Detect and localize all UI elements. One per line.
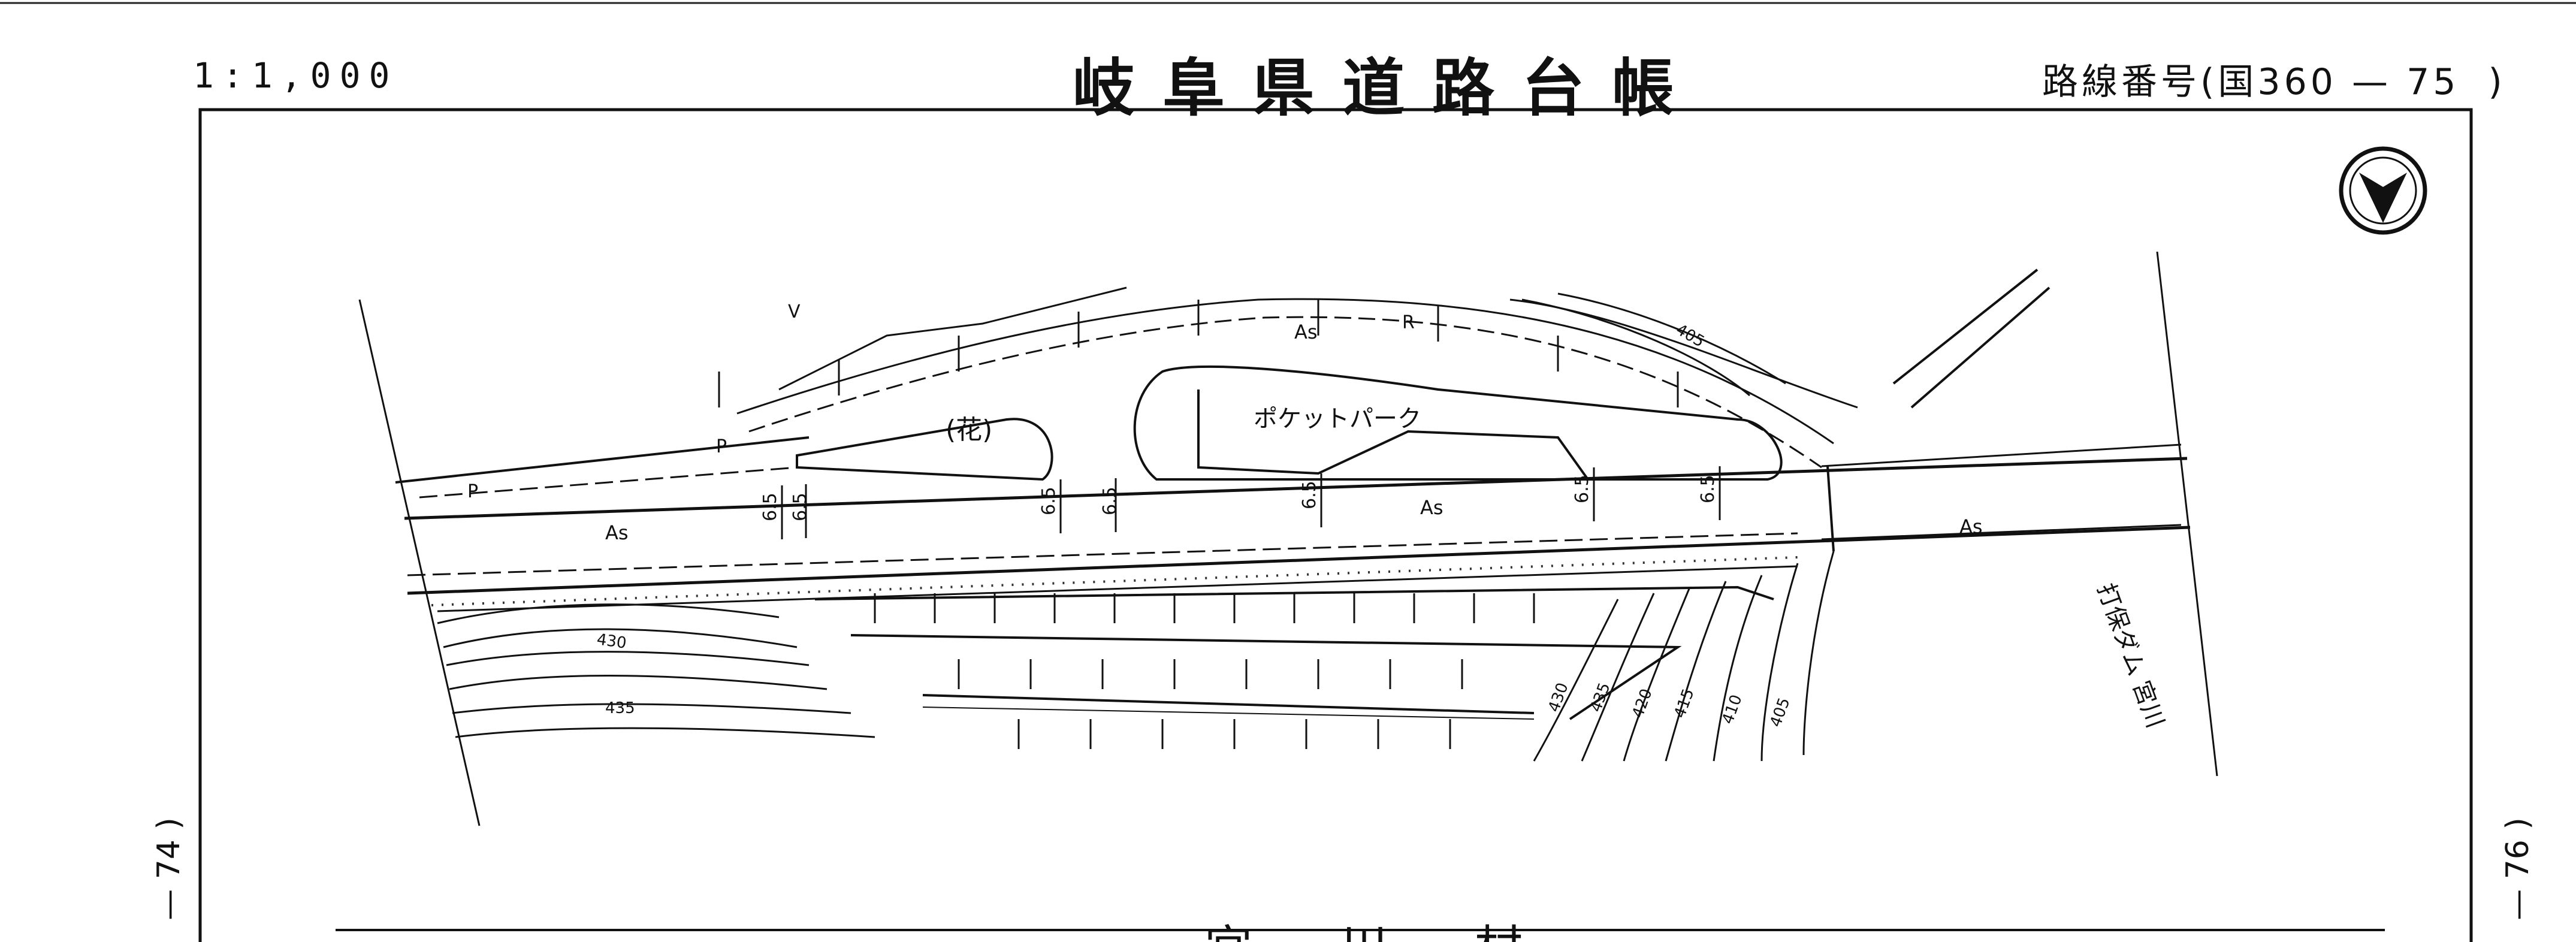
flower-bed-label: (花) xyxy=(946,415,992,445)
route-close-paren: ) xyxy=(2488,61,2506,103)
shoulder-dots xyxy=(431,556,1798,606)
width-values: 6.5 6.5 6.5 6.5 6.5 6.5 6.5 xyxy=(760,475,1719,521)
contour-values: 405 430 435 430 435 420 415 410 405 xyxy=(596,321,1794,729)
width-dimensions xyxy=(781,466,1721,539)
pocket-park-label: ポケットパーク xyxy=(1254,405,1421,433)
contour-415-right: 415 xyxy=(1671,686,1698,720)
pocket-park-island xyxy=(1133,365,1783,481)
width-value-7: 6.5 xyxy=(1698,475,1719,503)
north-arrow-icon xyxy=(2339,146,2427,235)
road-edges xyxy=(395,436,2191,595)
contour-435-left: 435 xyxy=(605,699,635,717)
contour-435-right: 435 xyxy=(1587,680,1614,714)
width-value-3: 6.5 xyxy=(1038,487,1059,515)
contours-left xyxy=(437,603,875,738)
route-number-label: 路線番号(国360 — 75 xyxy=(2042,61,2460,103)
contour-405-right: 405 xyxy=(1766,695,1793,729)
flower-bed xyxy=(796,418,1053,481)
document-title: 岐阜県道路台帳 xyxy=(1073,51,1702,125)
route-number: 路線番号(国360 — 75) xyxy=(2042,53,2506,105)
side-road xyxy=(1826,268,2050,552)
lower-slope-berms xyxy=(814,585,1774,720)
upper-slope xyxy=(736,286,1858,469)
contours-right xyxy=(1521,292,1835,762)
p-marker-2: P xyxy=(716,436,727,457)
sheet-frame xyxy=(198,108,2473,942)
width-value-5: 6.5 xyxy=(1299,481,1320,509)
surface-label-3: As xyxy=(1294,321,1318,343)
slope-hatching xyxy=(718,300,1679,749)
width-value-6: 6.5 xyxy=(1572,475,1593,503)
v-marker: V xyxy=(788,301,801,322)
contour-410-right: 410 xyxy=(1719,692,1745,726)
sheet-boundaries xyxy=(358,251,2218,826)
direction-label: 打保ダム 宮川 xyxy=(2092,580,2170,732)
width-value-2: 6.5 xyxy=(790,493,811,521)
contour-430-right: 430 xyxy=(1545,680,1572,714)
surface-label-2: As xyxy=(1420,496,1443,519)
village-name: 宮 川 村 xyxy=(1204,920,1559,942)
surface-label-1: As xyxy=(605,521,629,544)
contour-430-left: 430 xyxy=(596,630,627,653)
scale-label: 1:1,000 xyxy=(193,55,398,96)
page-header: 1:1,000 岐阜県道路台帳 路線番号(国360 — 75) xyxy=(0,0,2576,125)
surface-label-4: As xyxy=(1959,515,1983,538)
width-value-4: 6.5 xyxy=(1100,487,1121,515)
width-value-1: 6.5 xyxy=(760,493,781,521)
p-marker-1: P xyxy=(467,481,478,502)
r-marker: R xyxy=(1402,312,1415,333)
contour-420-right: 420 xyxy=(1629,686,1656,720)
